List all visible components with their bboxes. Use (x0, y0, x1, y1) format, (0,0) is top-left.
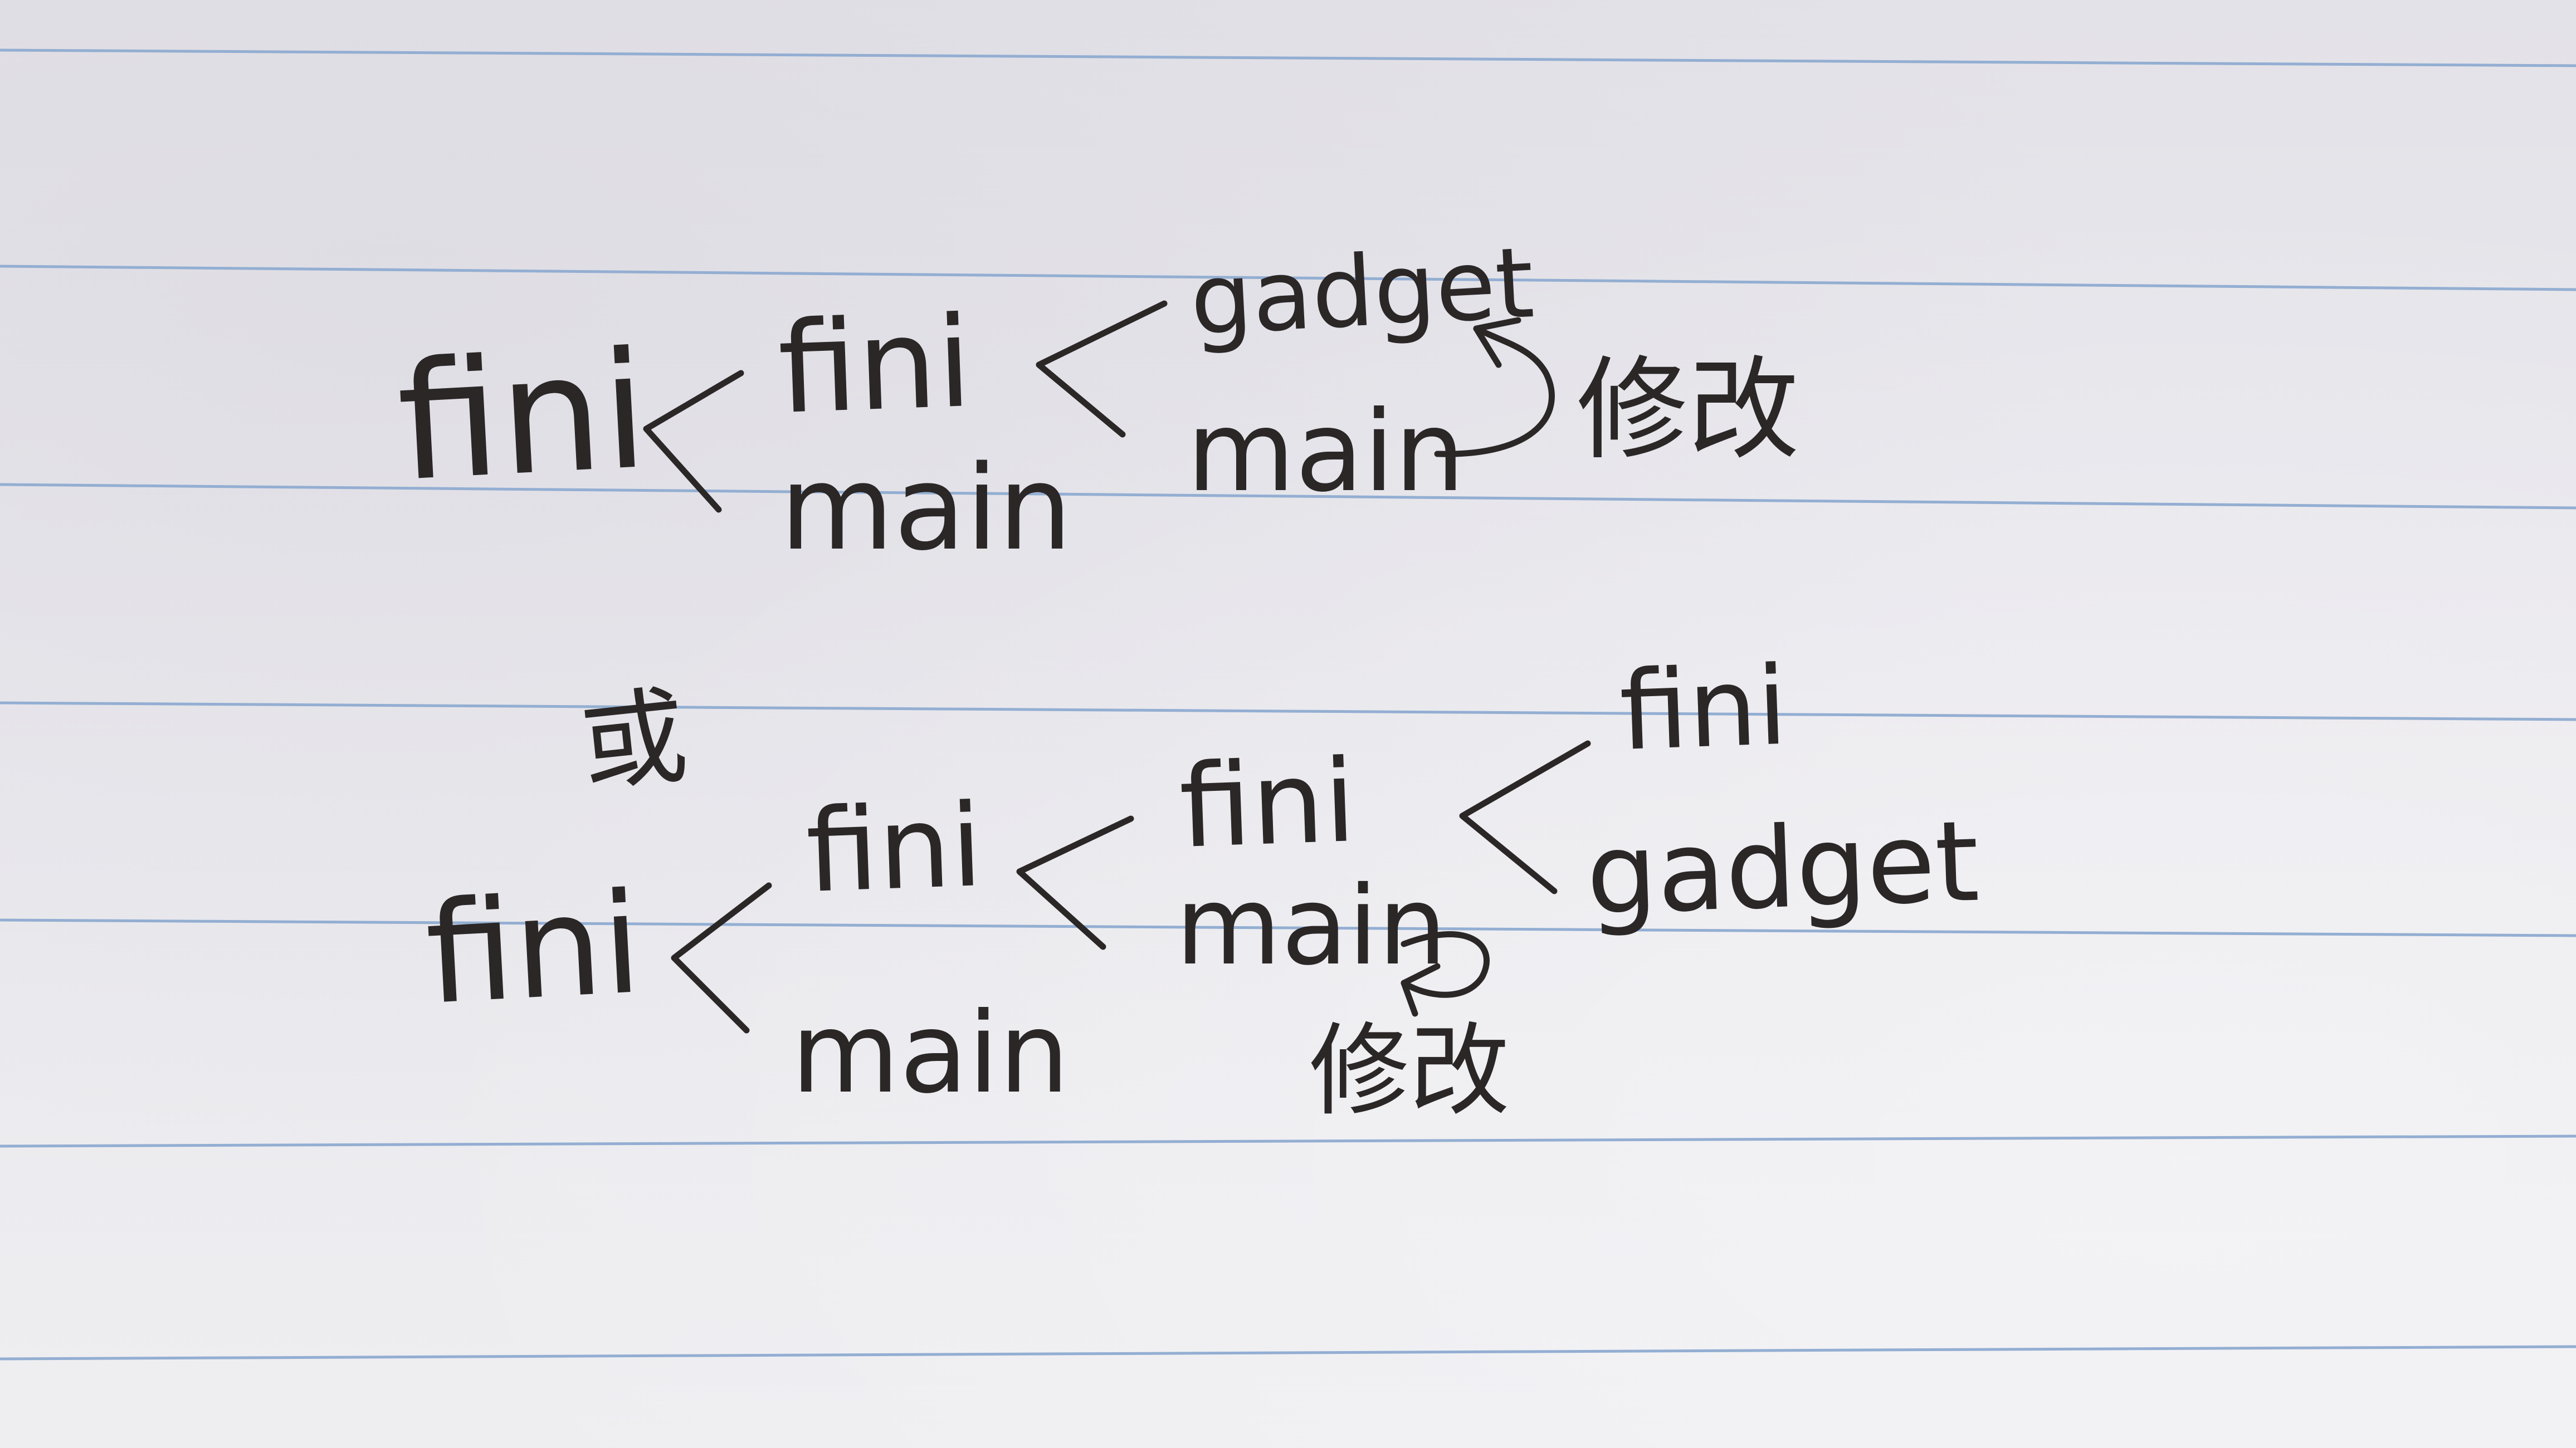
branch-top-label: fini (776, 290, 974, 442)
root-label: fini (393, 317, 652, 517)
separator-label: 或 (575, 674, 693, 808)
sub-branch-bracket (1459, 740, 1591, 894)
arrow-head (1473, 317, 1521, 368)
rule-line (0, 265, 2576, 291)
rule-line (0, 918, 2576, 937)
annotation-label: 修改 (1577, 345, 1799, 475)
diagram-top: fini fini main gadget main 修改 (393, 227, 1799, 576)
branch-bottom-label: main (791, 989, 1070, 1118)
rule-line (0, 1134, 2576, 1148)
rule-line (0, 483, 2576, 510)
ruled-lines (0, 48, 2576, 1361)
sub-bottom-label: gadget (1584, 797, 1982, 940)
mid-branch-bracket (1016, 815, 1134, 950)
root-label: fini (422, 862, 645, 1035)
rule-line (0, 1345, 2576, 1361)
sub-top-label: fini (1618, 643, 1789, 775)
branch-bracket (643, 370, 744, 513)
branch-bracket (671, 882, 772, 1034)
annotation-label: 修改 (1309, 1013, 1510, 1129)
mid-bottom-label: main (1175, 863, 1447, 989)
diagram-bottom: fini fini main fini main 修改 fini gadget (422, 643, 1981, 1129)
modify-arrow (1434, 325, 1555, 457)
modify-arrow (1401, 931, 1490, 998)
rule-line (0, 48, 2576, 67)
sub-branch-bracket (1036, 300, 1168, 438)
branch-top-label: fini (804, 780, 984, 918)
rule-line (0, 701, 2576, 721)
branch-bottom-label: main (780, 440, 1072, 576)
sub-bottom-label: main (1187, 387, 1465, 517)
arrow-head (1401, 963, 1441, 1017)
mid-top-label: fini (1177, 735, 1358, 874)
